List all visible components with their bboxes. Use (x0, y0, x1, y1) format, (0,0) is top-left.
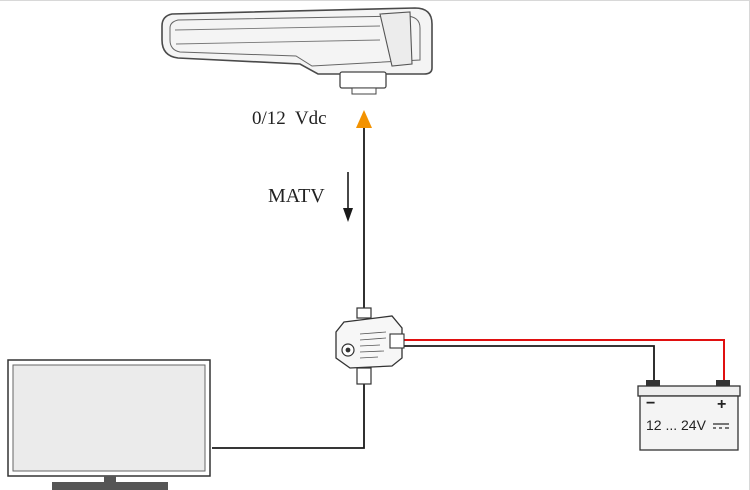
satellite-antenna-icon (161, 7, 433, 95)
battery-plus-label: + (717, 396, 726, 413)
battery-icon: − + 12 ... 24V (637, 380, 741, 451)
coax-cable-tv (212, 384, 365, 449)
power-cable (402, 339, 725, 383)
voltage-label: 0/12 Vdc (252, 108, 327, 129)
television-icon (7, 359, 211, 490)
dc-symbol-icon (713, 423, 729, 429)
battery-voltage-label: 12 ... 24V (646, 417, 707, 433)
power-inserter-icon (335, 307, 405, 385)
arrow-up-icon (356, 110, 372, 128)
signal-label: MATV (268, 185, 325, 207)
battery-minus-label: − (646, 395, 655, 412)
frame-top-border (0, 0, 750, 1)
arrow-down-icon (343, 172, 353, 222)
